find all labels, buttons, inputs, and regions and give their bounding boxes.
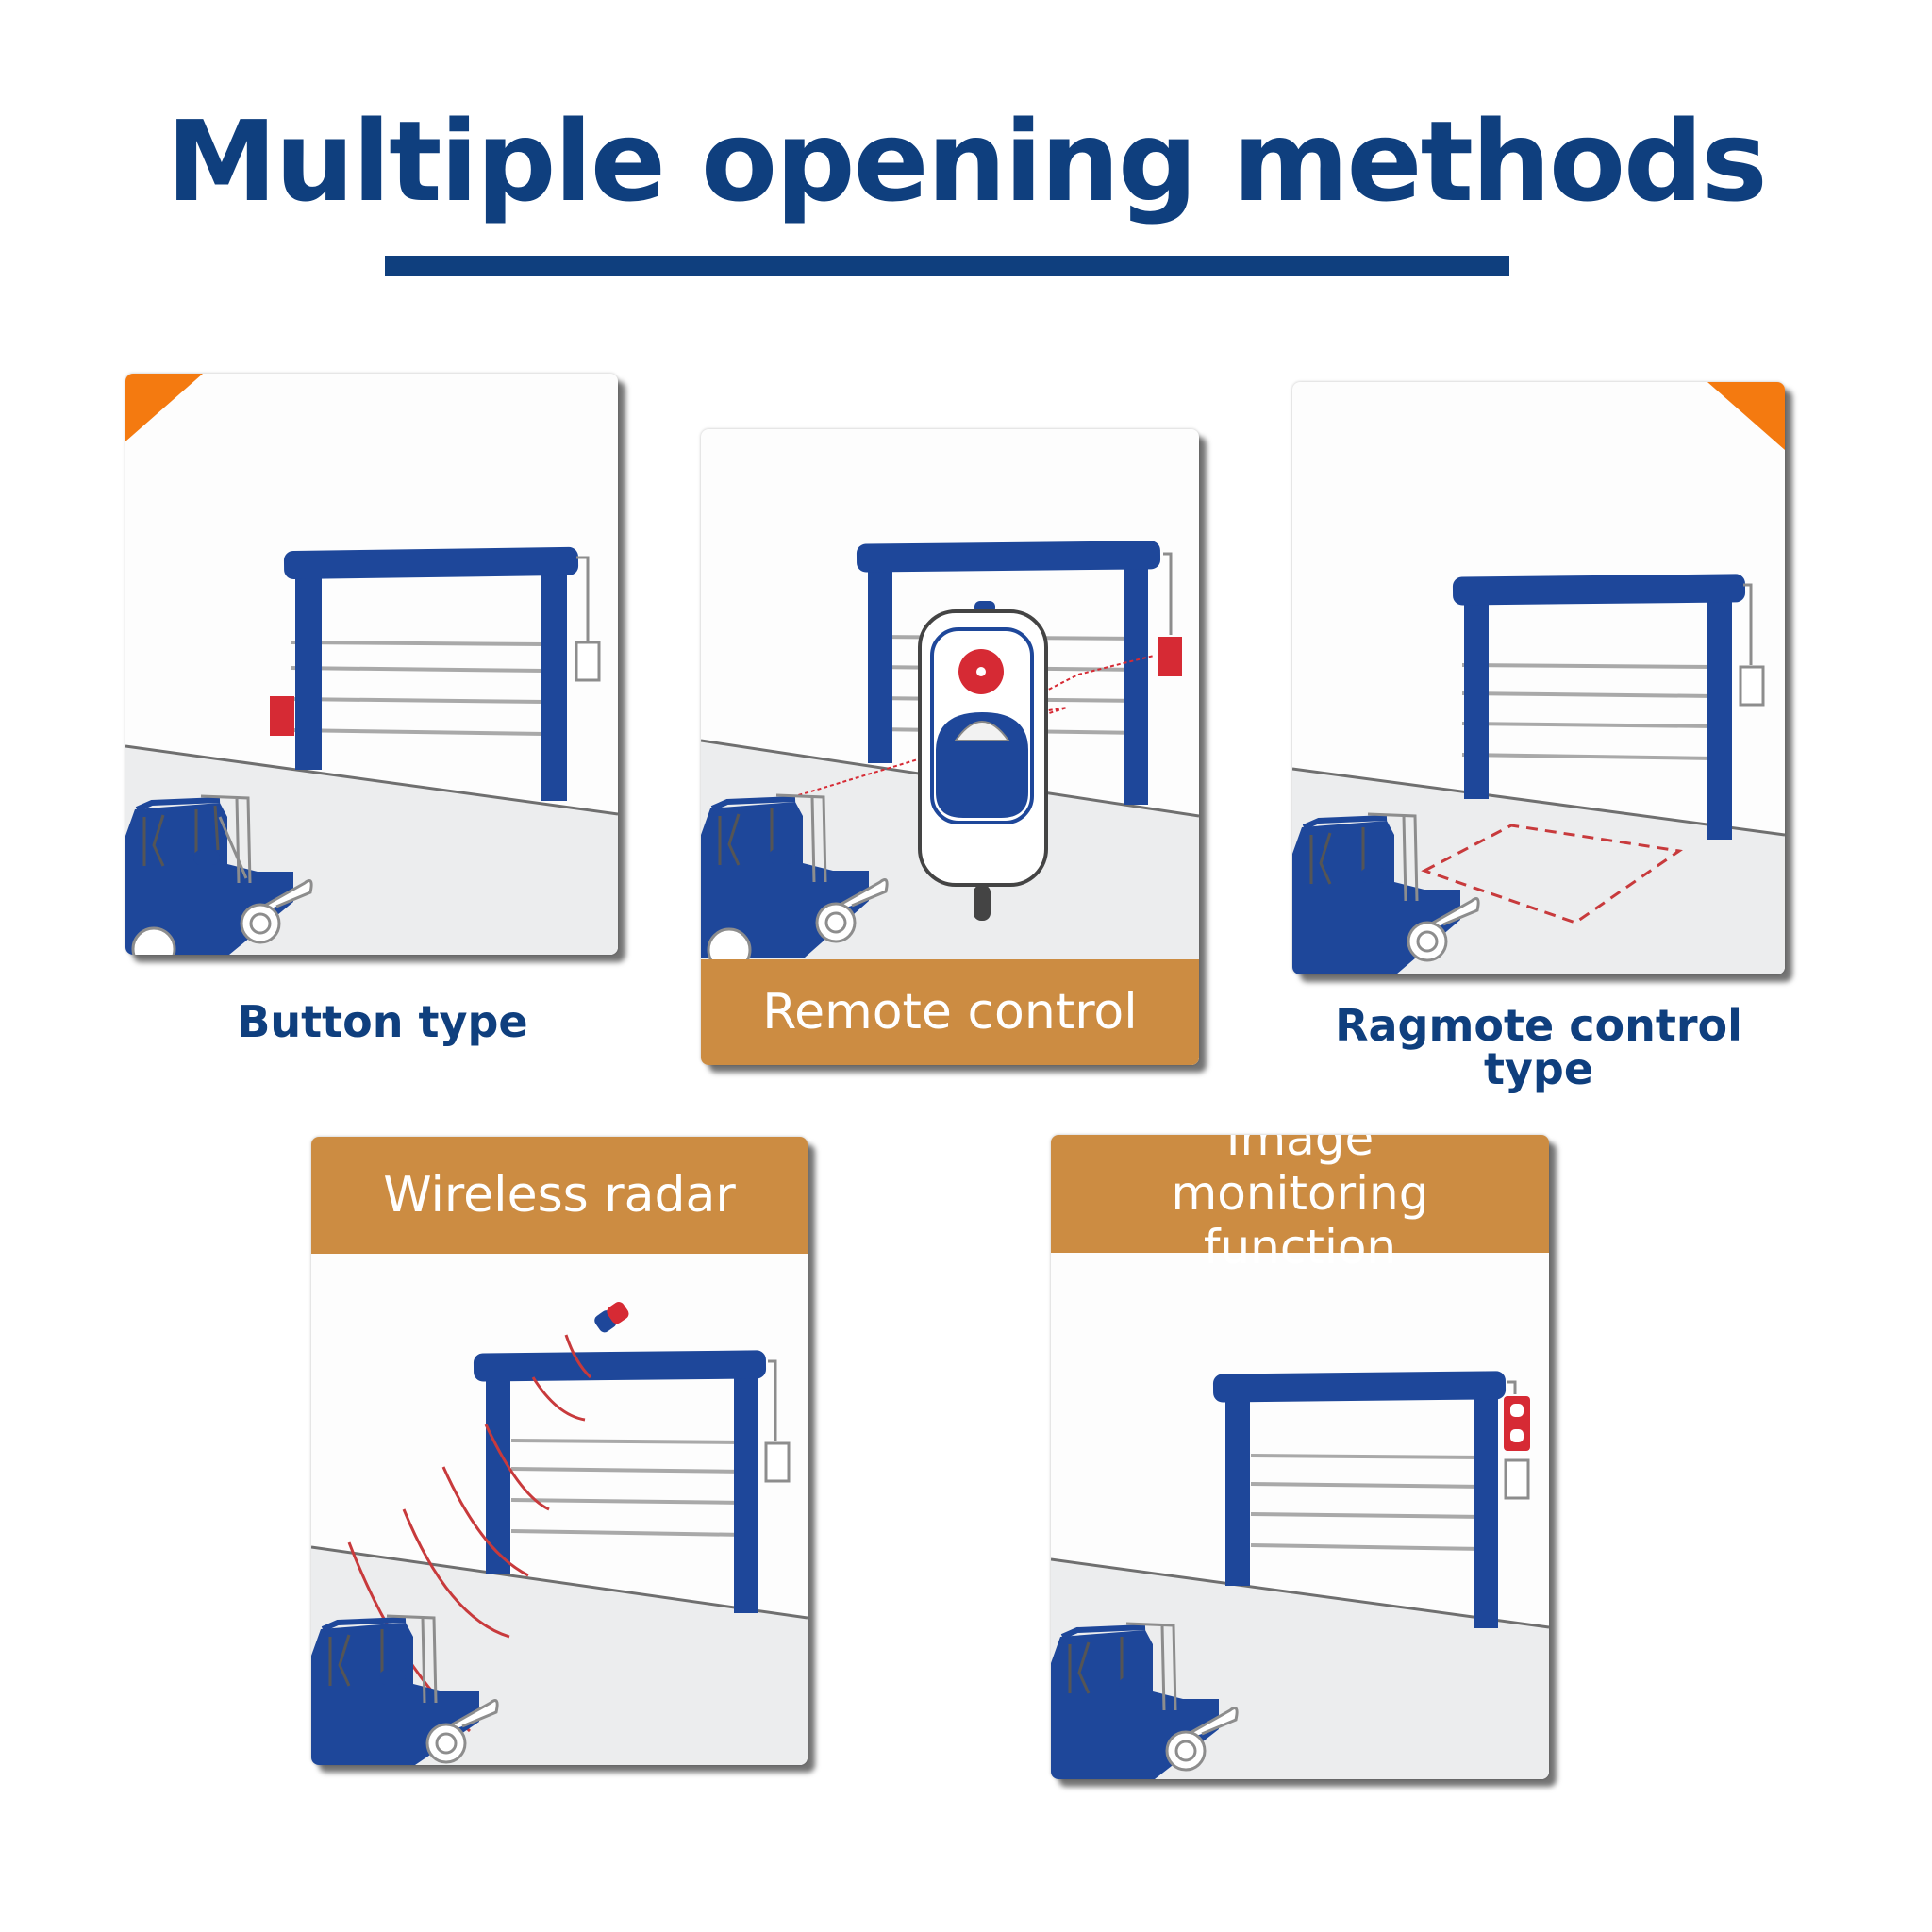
forklift-icon bbox=[125, 794, 313, 955]
wireless-radar-illustration bbox=[311, 1301, 808, 1765]
handheld-remote-icon bbox=[918, 601, 1048, 921]
radar-sensor-icon bbox=[594, 1301, 629, 1333]
camera-monitor-icon bbox=[1504, 1396, 1530, 1451]
ragmote-control-type-card bbox=[1292, 382, 1785, 974]
page-title: Multiple opening methods bbox=[166, 96, 1768, 226]
button-type-card bbox=[125, 374, 618, 955]
remote-control-label: Remote control bbox=[701, 959, 1199, 1065]
corner-marker-icon bbox=[1707, 382, 1785, 450]
ground-loop-icon bbox=[1421, 824, 1683, 924]
ragmote-control-type-label: Ragmote control type bbox=[1335, 1000, 1742, 1094]
button-type-label: Button type bbox=[237, 996, 528, 1047]
wireless-radar-label: Wireless radar bbox=[311, 1137, 808, 1254]
image-monitoring-label: Image monitoring function bbox=[1051, 1135, 1549, 1274]
image-monitoring-illustration bbox=[1051, 1371, 1549, 1779]
ragmote-control-illustration bbox=[1292, 382, 1785, 974]
title-underline bbox=[385, 256, 1509, 276]
corner-marker-icon bbox=[125, 374, 203, 441]
wireless-radar-card: Wireless radar bbox=[311, 1137, 808, 1765]
forklift-icon bbox=[1051, 1622, 1239, 1779]
remote-control-card: Remote control bbox=[701, 429, 1199, 1065]
forklift-icon bbox=[311, 1614, 499, 1765]
forklift-icon bbox=[1292, 812, 1480, 974]
push-button-box-icon bbox=[270, 696, 294, 736]
image-monitoring-card: Image monitoring function bbox=[1051, 1135, 1549, 1779]
button-type-illustration bbox=[125, 374, 618, 955]
